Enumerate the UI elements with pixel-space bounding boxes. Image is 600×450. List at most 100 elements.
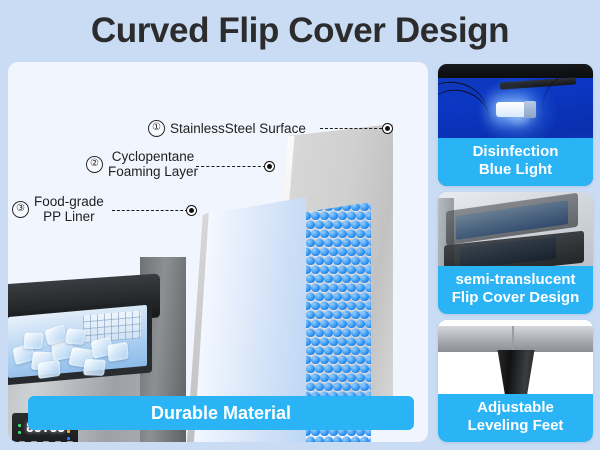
callout-label-3-line1: Food-grade <box>34 194 104 209</box>
foam-bubble <box>360 310 369 319</box>
foam-bubble <box>324 364 333 373</box>
foam-bubble <box>315 238 324 247</box>
foam-bubble <box>369 382 371 391</box>
foam-bubble <box>302 301 311 310</box>
foam-bubble <box>338 283 347 292</box>
ice-cube <box>64 328 87 345</box>
foam-bubble <box>315 256 324 265</box>
foam-bubble <box>329 355 338 364</box>
control-button[interactable] <box>43 441 49 442</box>
foam-bubble <box>333 292 342 301</box>
foam-bubble <box>333 364 342 373</box>
foam-bubble <box>338 373 347 382</box>
foam-bubble <box>315 364 324 373</box>
foam-bubble <box>329 337 338 346</box>
foam-bubble <box>347 319 356 328</box>
cabinet-base <box>438 326 593 352</box>
callout-label-3-line2: PP Liner <box>43 209 95 224</box>
foam-bubble <box>365 283 371 292</box>
foam-bubble <box>311 283 320 292</box>
foam-bubble <box>315 346 324 355</box>
status-led-green <box>18 431 21 434</box>
uv-lamp-icon <box>496 102 526 117</box>
foam-bubble <box>315 220 324 229</box>
callout-endpoint-2 <box>264 161 275 172</box>
foam-bubble <box>369 274 371 283</box>
foam-bubble <box>360 220 369 229</box>
foam-bubble <box>324 382 333 391</box>
cabinet-top-bar <box>438 64 593 78</box>
foam-bubble <box>356 229 365 238</box>
foam-bubble <box>369 364 371 373</box>
foam-bubble <box>329 265 338 274</box>
foam-bubble <box>338 211 347 220</box>
foam-bubble <box>324 238 333 247</box>
foam-bubble <box>306 292 315 301</box>
foam-bubble <box>311 247 320 256</box>
foam-bubble <box>320 247 329 256</box>
foam-bubble <box>306 364 315 373</box>
card-caption-line1: Disinfection <box>472 143 559 160</box>
foam-bubble <box>347 229 356 238</box>
foam-bubble <box>347 283 356 292</box>
card-caption-disinfection: Disinfection Blue Light <box>438 138 593 186</box>
control-button[interactable] <box>31 441 37 442</box>
card-flip-cover-design[interactable]: semi-translucent Flip Cover Design <box>438 192 593 314</box>
foam-bubble <box>365 319 371 328</box>
callout-number-2: ② <box>86 155 103 173</box>
foam-bubble <box>329 391 338 400</box>
foam-bubble <box>360 238 369 247</box>
page-title-text: Curved Flip Cover Design <box>90 11 510 50</box>
status-led-green <box>18 424 21 427</box>
callout-label-2: Cyclopentane Foaming Layer <box>108 149 198 179</box>
foam-bubble <box>356 337 365 346</box>
foam-bubble <box>315 292 324 301</box>
foam-bubble <box>333 346 342 355</box>
foam-bubble <box>306 436 315 442</box>
control-button-row[interactable] <box>19 441 73 442</box>
foam-bubble <box>302 265 311 274</box>
card-disinfection-blue-light[interactable]: Disinfection Blue Light <box>438 64 593 186</box>
foam-bubble <box>369 292 371 301</box>
foam-bubble <box>369 238 371 247</box>
ice-cube <box>23 332 44 349</box>
foam-bubble <box>315 436 324 442</box>
foam-bubble <box>342 274 351 283</box>
foam-bubble <box>320 265 329 274</box>
foam-bubble <box>306 346 315 355</box>
foam-bubble <box>320 283 329 292</box>
foam-bubble <box>356 301 365 310</box>
callout-leader-2 <box>196 166 266 167</box>
foam-bubble <box>347 373 356 382</box>
foam-bubble <box>351 310 360 319</box>
leveling-foot-icon <box>497 350 535 398</box>
foam-bubble <box>333 436 342 442</box>
foam-bubble <box>360 256 369 265</box>
card-caption-line2: Blue Light <box>478 161 553 178</box>
card-adjustable-leveling-feet[interactable]: Adjustable Leveling Feet <box>438 320 593 442</box>
foam-bubble <box>306 256 315 265</box>
foam-bubble <box>315 382 324 391</box>
foam-bubble <box>342 256 351 265</box>
foam-bubble <box>338 247 347 256</box>
foam-bubble <box>369 310 371 319</box>
control-button[interactable] <box>67 441 73 442</box>
foam-bubble <box>342 220 351 229</box>
control-button[interactable] <box>55 441 61 442</box>
foam-bubble <box>351 328 360 337</box>
foam-bubble <box>315 274 324 283</box>
foam-bubble <box>369 256 371 265</box>
callout-stainless-steel: ① StainlessSteel Surface <box>148 120 306 137</box>
foam-bubble <box>306 238 315 247</box>
control-button[interactable] <box>19 441 25 442</box>
foam-bubble <box>342 346 351 355</box>
foam-bubble <box>365 247 371 256</box>
main-product-panel: 88:88 ① StainlessSteel Surface ② <box>8 62 428 442</box>
foam-bubble <box>356 355 365 364</box>
foam-bubble <box>320 391 329 400</box>
foam-bubble <box>369 436 371 442</box>
foam-bubble <box>360 382 369 391</box>
callout-number-3: ③ <box>12 200 29 218</box>
foam-bubble <box>320 211 329 220</box>
foam-bubble <box>356 211 365 220</box>
